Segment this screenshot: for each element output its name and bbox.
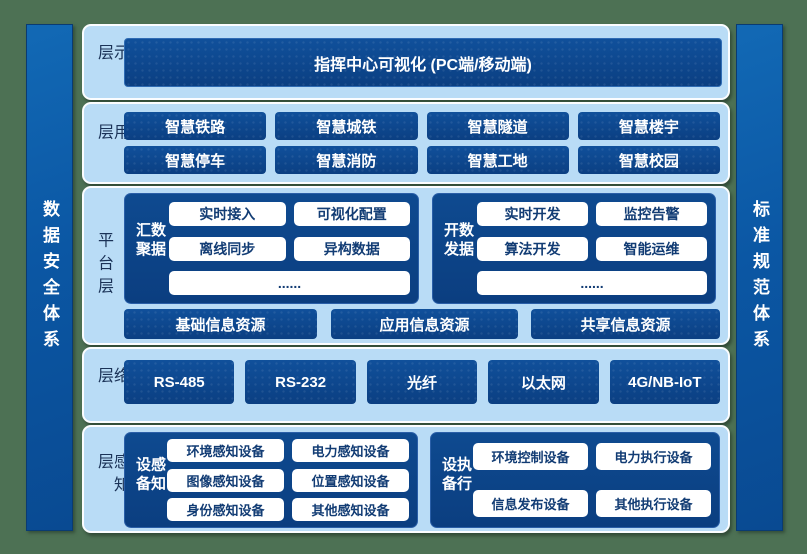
app-item-smart-worksite: 智慧工地 — [426, 146, 569, 174]
box-aggregation-more: ...... — [169, 271, 410, 295]
box-info-publishing: 信息发布设备 — [473, 490, 588, 517]
box-env-control: 环境控制设备 — [473, 443, 588, 470]
box-realtime-dev: 实时开发 — [477, 202, 588, 226]
data-development-group: 数据开发 实时开发 监控告警 算法开发 智能运维 ...... — [432, 193, 716, 304]
command-center-banner: 指挥中心可视化 (PC端/移动端) — [124, 38, 722, 87]
box-development-more: ...... — [477, 271, 707, 295]
standard-spec-system-bar: 标准规范体系 — [736, 24, 783, 531]
box-other-sensing: 其他感知设备 — [292, 498, 409, 521]
layer-panel-perception: 感知层 感知设备 环境感知设备 电力感知设备 图像感知设备 位置感知设备 身份感… — [82, 425, 730, 533]
box-image-sensing: 图像感知设备 — [167, 468, 284, 492]
app-item-smart-firefighting: 智慧消防 — [275, 146, 418, 174]
resource-bar-application-info: 应用信息资源 — [331, 309, 518, 339]
sensing-device-group-label: 感知设备 — [134, 456, 166, 495]
box-location-sensing: 位置感知设备 — [292, 468, 409, 492]
box-algorithm-dev: 算法开发 — [477, 236, 588, 261]
layer-panel-platform: 平台层 数据汇聚 实时接入 可视化配置 离线同步 异构数据 ...... 数据开… — [82, 186, 730, 345]
app-item-smart-railway: 智慧铁路 — [124, 112, 267, 140]
net-item-rs232: RS-232 — [245, 360, 356, 404]
sensing-device-rows: 环境感知设备 电力感知设备 图像感知设备 位置感知设备 身份感知设备 其他感知设… — [167, 439, 409, 521]
platform-layer-label: 平台层 — [95, 231, 112, 300]
net-item-4g-nbiot: 4G/NB-IoT — [609, 360, 721, 404]
app-item-smart-metro: 智慧城铁 — [275, 112, 418, 140]
data-development-rows: 实时开发 监控告警 算法开发 智能运维 ...... — [477, 202, 707, 295]
box-intelligent-ops: 智能运维 — [596, 236, 707, 261]
app-item-smart-campus: 智慧校园 — [577, 146, 720, 174]
box-monitor-alert: 监控告警 — [596, 202, 707, 226]
actuator-device-group: 执行设备 环境控制设备 电力执行设备 信息发布设备 其他执行设备 — [430, 432, 720, 528]
data-security-system-label: 数据安全体系 — [40, 199, 59, 356]
net-item-fiber: 光纤 — [366, 360, 478, 404]
box-heterogeneous-data: 异构数据 — [293, 236, 410, 261]
layer-panel-application: 应用层 智慧铁路 智慧城铁 智慧隧道 智慧楼宇 智慧停车 智慧消防 智慧工地 智… — [82, 102, 730, 184]
resource-bar-basic-info: 基础信息资源 — [124, 309, 317, 339]
data-aggregation-rows: 实时接入 可视化配置 离线同步 异构数据 ...... — [169, 202, 410, 295]
data-aggregation-group-label: 数据汇聚 — [134, 221, 166, 260]
box-visual-config: 可视化配置 — [293, 202, 410, 226]
app-item-smart-building: 智慧楼宇 — [577, 112, 720, 140]
box-power-sensing: 电力感知设备 — [292, 439, 409, 462]
layer-panel-network: 网络层 RS-485 RS-232 光纤 以太网 4G/NB-IoT — [82, 347, 730, 423]
box-power-actuator: 电力执行设备 — [596, 443, 711, 470]
data-development-group-label: 数据开发 — [442, 221, 474, 260]
actuator-device-group-label: 执行设备 — [440, 456, 472, 495]
sensing-device-group: 感知设备 环境感知设备 电力感知设备 图像感知设备 位置感知设备 身份感知设备 … — [124, 432, 418, 528]
data-aggregation-group: 数据汇聚 实时接入 可视化配置 离线同步 异构数据 ...... — [124, 193, 419, 304]
net-item-rs485: RS-485 — [124, 360, 235, 404]
box-identity-sensing: 身份感知设备 — [167, 498, 284, 521]
box-other-actuator: 其他执行设备 — [596, 490, 711, 517]
app-item-smart-parking: 智慧停车 — [124, 146, 267, 174]
net-item-ethernet: 以太网 — [488, 360, 599, 404]
box-offline-sync: 离线同步 — [169, 236, 286, 261]
actuator-device-rows: 环境控制设备 电力执行设备 信息发布设备 其他执行设备 — [473, 443, 711, 517]
box-env-sensing: 环境感知设备 — [167, 439, 284, 462]
box-realtime-access: 实时接入 — [169, 202, 286, 226]
perception-layer-label: 感知层 — [95, 453, 128, 499]
data-security-system-bar: 数据安全体系 — [26, 24, 73, 531]
standard-spec-system-label: 标准规范体系 — [750, 199, 769, 356]
app-item-smart-tunnel: 智慧隧道 — [426, 112, 569, 140]
resource-bar-shared-info: 共享信息资源 — [531, 309, 720, 339]
application-items-grid: 智慧铁路 智慧城铁 智慧隧道 智慧楼宇 智慧停车 智慧消防 智慧工地 智慧校园 — [124, 112, 720, 174]
layer-panel-presentation: 展示层 指挥中心可视化 (PC端/移动端) — [82, 24, 730, 100]
network-items-row: RS-485 RS-232 光纤 以太网 4G/NB-IoT — [124, 360, 721, 404]
